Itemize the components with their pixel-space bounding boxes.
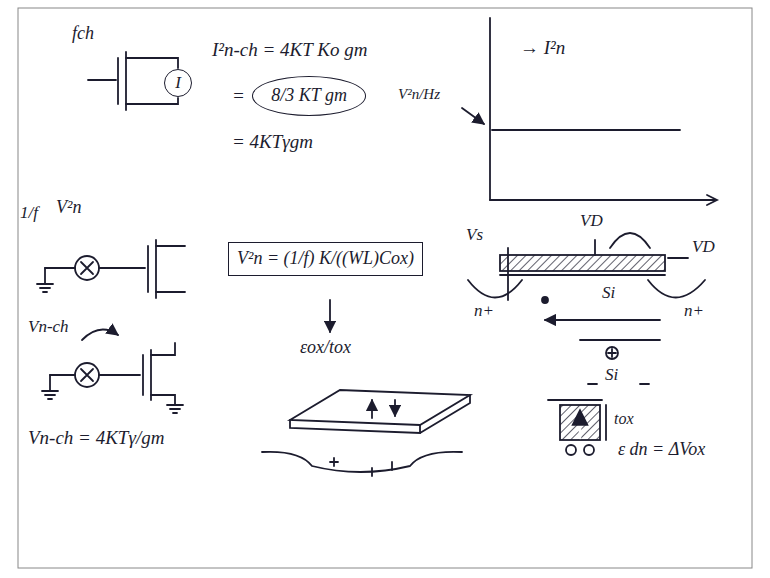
arrow <box>371 400 373 418</box>
ground-symbol <box>37 268 53 292</box>
circled-formula: 8/3 KT gm <box>252 76 366 116</box>
gate-plate <box>142 355 144 395</box>
formula-label: V²n <box>56 198 81 218</box>
drain-well <box>648 280 705 298</box>
drain-wire <box>151 343 175 355</box>
source-wire <box>126 98 178 104</box>
formula-label: n+ <box>684 302 704 321</box>
gate-wire <box>99 374 140 376</box>
formula-label: I²n-ch = 4KT Ko gm <box>212 40 367 61</box>
channel <box>125 52 127 110</box>
formula-label: Vs <box>466 226 483 245</box>
formula-label: Vn-ch = 4KTγ/gm <box>28 428 164 449</box>
node-text: V²n = (1/f) K/((WL)Cox) <box>237 249 414 269</box>
formula-label: 1/f <box>20 204 38 223</box>
drain-wire <box>126 58 178 68</box>
formula-label: tox <box>614 410 634 428</box>
gate-wire <box>88 79 116 81</box>
formula-label: → I²n <box>520 38 565 59</box>
wire <box>45 267 75 269</box>
gate-plate <box>117 58 119 104</box>
x-axis <box>490 199 715 201</box>
current-source: I <box>164 69 193 98</box>
plus-sign <box>608 349 616 357</box>
source-well <box>468 280 522 298</box>
formula-label: Si <box>602 284 615 303</box>
curved-arrow <box>82 330 118 340</box>
source-mark <box>81 369 93 381</box>
y-axis <box>489 18 491 200</box>
node-text: I <box>175 74 181 93</box>
arrow <box>394 400 396 416</box>
field-arrow <box>579 410 582 438</box>
mos-cross-section <box>468 233 705 455</box>
interface-line <box>580 339 660 341</box>
frame <box>18 8 752 568</box>
noise-graph <box>462 18 717 205</box>
trap-dot <box>542 297 548 303</box>
charge <box>584 445 594 455</box>
gate-plate <box>147 246 149 292</box>
wire <box>50 374 75 376</box>
gate-plate-sketch <box>262 390 470 476</box>
flat-noise-line <box>492 129 680 131</box>
tox-bracket <box>605 405 607 440</box>
axis-arrow <box>707 195 717 205</box>
source-mark <box>81 262 93 274</box>
node-text: 8/3 KT gm <box>271 86 347 106</box>
voltage-source <box>75 256 99 280</box>
arc <box>610 233 650 248</box>
voltage-source <box>75 363 99 387</box>
gate-wire <box>99 267 145 269</box>
formula-label: VD <box>580 212 603 231</box>
oxide <box>500 274 665 276</box>
channel-curve <box>262 452 462 472</box>
drain-lead <box>668 257 688 259</box>
formula-label: ε dn = ΔVox <box>618 440 705 460</box>
gate-lead <box>594 240 596 255</box>
ground-symbol <box>151 395 183 413</box>
formula-label: V²n/Hz <box>398 86 440 103</box>
gate-poly <box>500 255 665 271</box>
formula-label: = <box>232 86 245 107</box>
minus-signs <box>588 383 649 385</box>
boxed-formula: V²n = (1/f) K/((WL)Cox) <box>228 242 423 276</box>
formula-label: εox/tox <box>300 338 351 358</box>
oxide-block <box>560 405 600 440</box>
formula-label: fch <box>72 24 94 44</box>
leader-arrow <box>462 108 484 124</box>
thermal-noise-circuit <box>42 330 183 413</box>
charge <box>566 445 576 455</box>
channel <box>155 240 157 298</box>
charges <box>330 458 392 476</box>
formula-label: n+ <box>474 302 494 321</box>
formula-label: VD <box>692 238 715 257</box>
carrier-arrow <box>545 319 660 321</box>
drain-source <box>156 246 185 292</box>
leader-arrow <box>329 300 331 332</box>
formula-label: = 4KTγgm <box>232 132 313 153</box>
formula-label: Si <box>605 366 618 385</box>
channel <box>150 350 152 400</box>
gate-line <box>548 399 602 401</box>
ink <box>37 18 717 476</box>
formula-label: Vn-ch <box>28 318 69 337</box>
ground-symbol <box>42 375 58 399</box>
charge <box>606 347 618 359</box>
plate-side <box>290 395 470 433</box>
